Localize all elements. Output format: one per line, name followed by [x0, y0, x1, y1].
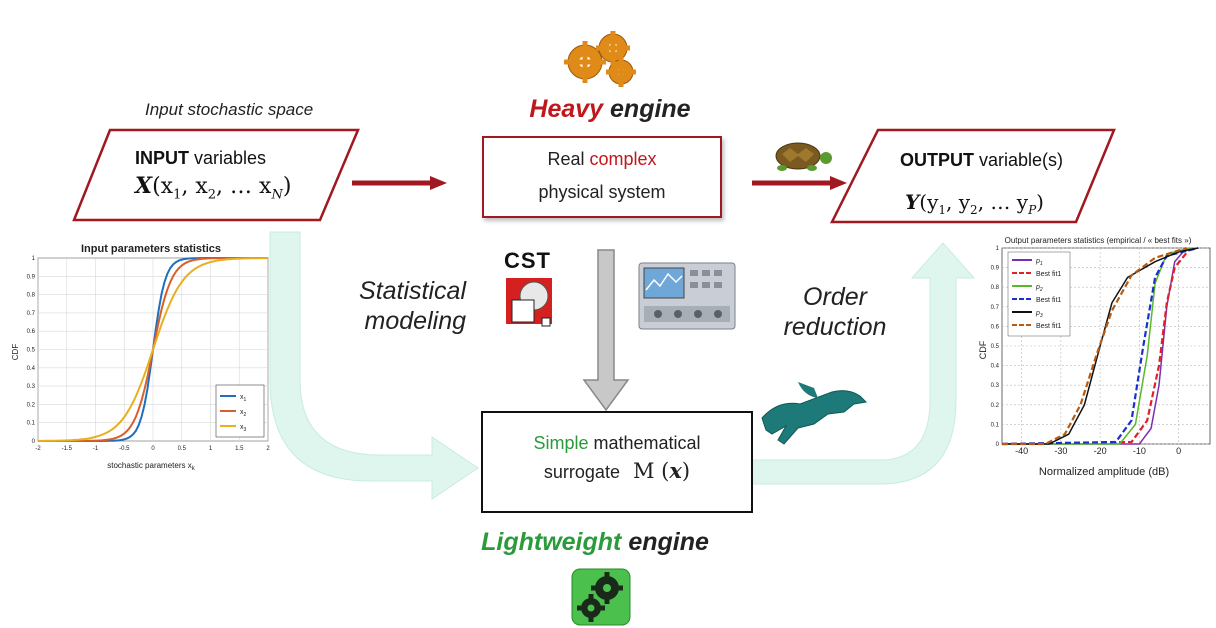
y-tick-label: 0.7 — [27, 311, 36, 317]
y-axis-label: CDF — [978, 340, 988, 359]
x-tick-label: -10 — [1133, 446, 1146, 456]
order-reduction-label: Order reduction — [783, 283, 887, 341]
x-tick-label: 1.5 — [235, 446, 244, 452]
legend-label: Best fit1 — [1036, 323, 1061, 330]
y-tick-label: 0.4 — [991, 364, 1000, 370]
input-box — [72, 128, 360, 222]
y-tick-label: 0.8 — [27, 293, 36, 299]
legend — [1007, 251, 1071, 337]
x-tick-label: 0 — [151, 446, 155, 452]
surrogate-box: Simple mathematical surrogate M (x) — [481, 411, 753, 513]
x-tick-label: 0 — [1176, 446, 1181, 456]
chart-title: Output parameters statistics (empirical … — [1005, 236, 1192, 245]
y-tick-label: 0.2 — [27, 402, 36, 408]
engine-word: engine — [610, 95, 691, 123]
chart-title: Input parameters statistics — [81, 243, 221, 255]
gears-icon — [564, 31, 636, 87]
y-tick-label: 0.1 — [991, 422, 1000, 428]
y-tick-label: 0.9 — [27, 274, 36, 280]
input-to-system-arrow — [352, 176, 447, 190]
x-axis-label: stochastic parameters xk — [107, 461, 195, 472]
input-math: X(x1, x2, … xN) — [135, 173, 292, 203]
y-tick-label: 0.8 — [991, 285, 1000, 291]
real-system-box: Real complex physical system — [482, 136, 722, 218]
instrument-icon — [638, 262, 736, 330]
panther-icon — [761, 382, 868, 445]
x-tick-label: -1 — [93, 446, 99, 452]
x-tick-label: -1.5 — [62, 446, 73, 452]
turtle-icon — [775, 142, 832, 171]
y-tick-label: 1 — [996, 246, 1000, 252]
y-tick-label: 1 — [32, 256, 36, 262]
legend-label: x1 — [240, 394, 247, 403]
x-tick-label: 1 — [209, 446, 213, 452]
series-line-2 — [1001, 247, 1192, 446]
y-tick-label: 0.2 — [991, 403, 1000, 409]
y-tick-label: 0.5 — [27, 348, 36, 354]
series-line-4 — [1001, 246, 1199, 446]
input-title: INPUT variables — [135, 148, 267, 168]
output-math: Y(y1, y2, … yP) — [905, 190, 1044, 217]
system-to-output-arrow — [752, 176, 847, 190]
cst-logo-icon: CST — [504, 248, 568, 334]
heavy-word: Heavy — [529, 95, 604, 123]
series-line-1 — [1002, 247, 1188, 445]
x-tick-label: -30 — [1054, 446, 1067, 456]
legend-label: p3 — [1035, 310, 1043, 319]
series-line-x3 — [38, 257, 268, 442]
output-box — [829, 128, 1116, 224]
x-axis-label: Normalized amplitude (dB) — [1039, 466, 1169, 478]
lightweight-engine-title: Lightweight engine — [481, 528, 709, 556]
output-statistics-chart: Output parameters statistics (empirical … — [978, 236, 1211, 478]
y-tick-label: 0.6 — [27, 329, 36, 335]
x-tick-label: -20 — [1094, 446, 1107, 456]
legend-label: p2 — [1035, 284, 1043, 293]
y-tick-label: 0.5 — [991, 344, 1000, 350]
series-line-6 — [1002, 246, 1187, 446]
heavy-engine-title: Heavy engine — [505, 95, 715, 124]
x-tick-label: 2 — [266, 446, 270, 452]
y-tick-label: 0.9 — [991, 266, 1000, 272]
y-tick-label: 0.1 — [27, 421, 36, 427]
y-tick-label: 0 — [996, 442, 1000, 448]
y-tick-label: 0 — [32, 439, 36, 445]
y-tick-label: 0.3 — [991, 383, 1000, 389]
green-gears-icon — [571, 568, 631, 626]
y-tick-label: 0.3 — [27, 384, 36, 390]
x-tick-label: -0.5 — [119, 446, 130, 452]
input-statistics-chart: Input parameters statistics -2 -1.5 -1 -0.5… — [11, 243, 270, 472]
x-tick-label: -40 — [1015, 446, 1028, 456]
y-tick-label: 0.7 — [991, 305, 1000, 311]
legend-label: p1 — [1035, 258, 1043, 267]
legend-label: x2 — [240, 409, 247, 418]
legend-label: x3 — [240, 424, 247, 433]
output-title: OUTPUT variable(s) — [900, 150, 1064, 170]
y-tick-label: 0.6 — [991, 324, 1000, 330]
x-tick-label: -2 — [35, 446, 41, 452]
input-space-label: Input stochastic space — [145, 100, 314, 119]
statistical-modeling-label: Statistical modeling — [359, 277, 466, 335]
legend-label: Best fit1 — [1036, 271, 1061, 278]
x-tick-label: 0.5 — [178, 446, 187, 452]
y-axis-label: CDF — [11, 344, 20, 361]
y-tick-label: 0.4 — [27, 366, 36, 372]
legend-label: Best fit1 — [1036, 297, 1061, 304]
